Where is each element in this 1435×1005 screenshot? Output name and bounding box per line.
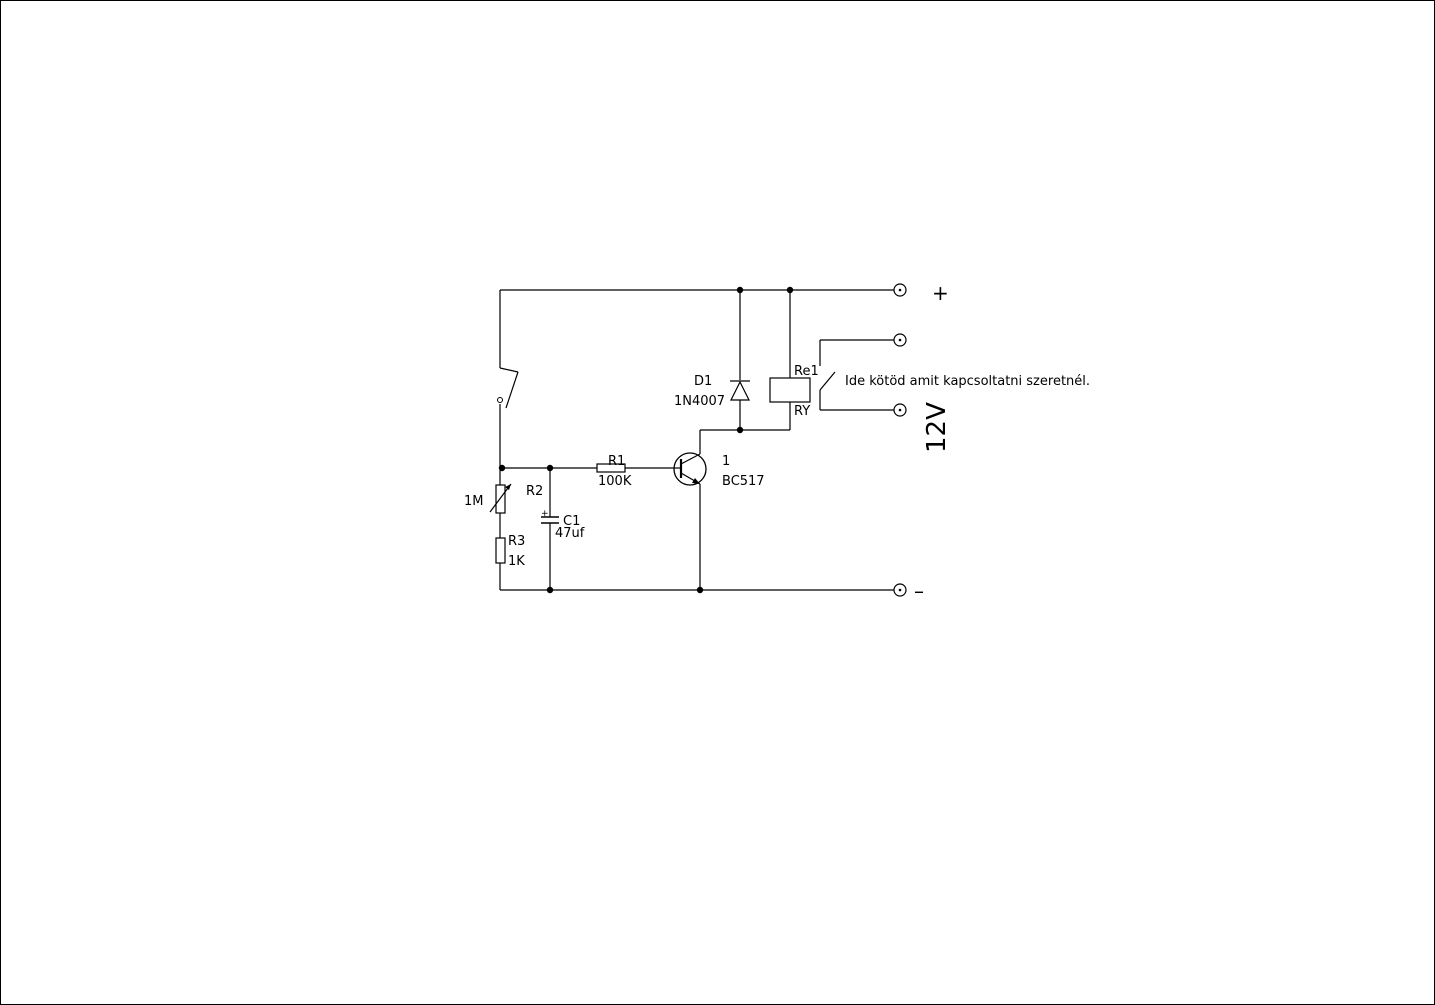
wires <box>499 289 895 591</box>
c1-polarity-label: + <box>541 509 549 519</box>
transistor-ref-label: 1 <box>722 454 730 469</box>
contact-note-label: Ide kötöd amit kapcsoltatni szeretnél. <box>845 374 1090 389</box>
terminal-plus <box>893 283 907 297</box>
switch-symbol <box>497 367 519 409</box>
terminal-contact-bottom <box>893 403 907 417</box>
c1-value-label: 47uf <box>555 526 585 541</box>
diode-d1 <box>730 380 750 401</box>
r1-value-label: 100K <box>598 474 632 489</box>
relay-coil <box>769 377 811 403</box>
transistor-bc517 <box>672 452 707 486</box>
r3-ref-label: R3 <box>508 534 525 549</box>
voltage-label: 12V <box>922 402 952 453</box>
junction-dots <box>498 286 794 594</box>
d1-ref-label: D1 <box>694 374 712 389</box>
re1-ref-label: Re1 <box>794 364 819 379</box>
potentiometer-1m <box>489 470 512 514</box>
capacitor-c1 <box>541 516 559 524</box>
r2-ref-label: R2 <box>526 484 543 499</box>
r3-value-label: 1K <box>508 554 525 569</box>
re1-type-label: RY <box>794 404 810 419</box>
c1-ref-label: C1 <box>563 514 580 529</box>
transistor-value-label: BC517 <box>722 474 765 489</box>
resistor-r1 <box>596 463 626 473</box>
relay-contact <box>819 371 836 391</box>
pot-value-label: 1M <box>464 494 484 509</box>
plus-label: + <box>932 281 949 305</box>
resistor-r3 <box>495 537 506 564</box>
terminal-minus <box>893 583 907 597</box>
minus-label: – <box>914 579 924 603</box>
r1-ref-label: R1 <box>608 454 625 469</box>
d1-value-label: 1N4007 <box>674 394 725 409</box>
terminal-contact-top <box>893 333 907 347</box>
